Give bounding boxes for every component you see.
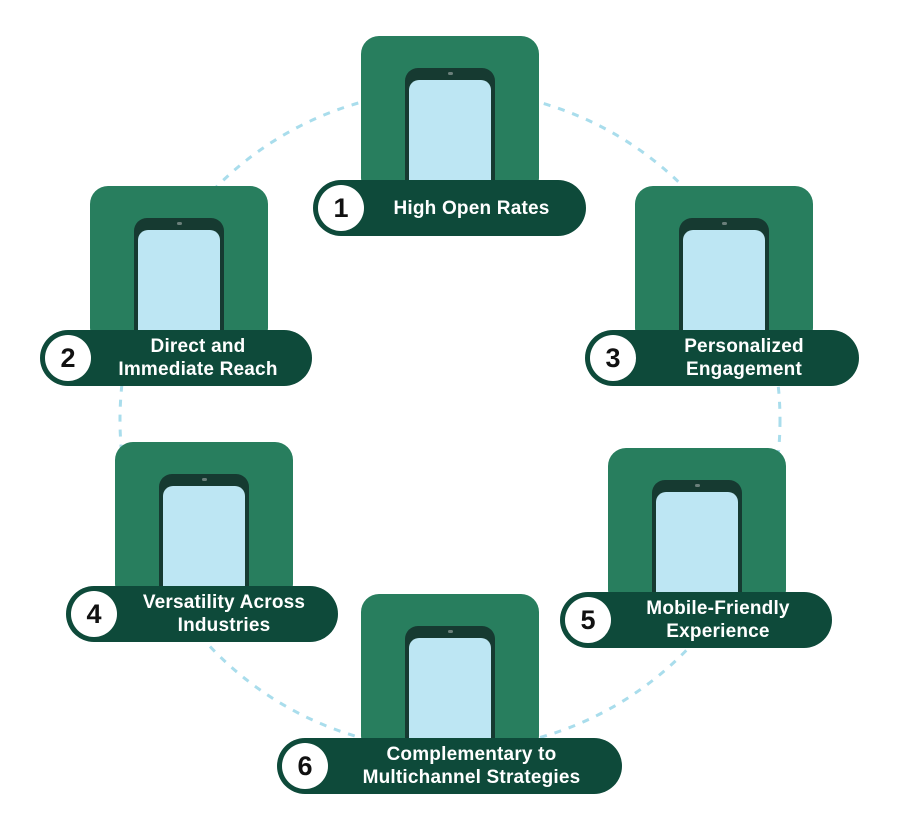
step-number-1: 1 [318, 185, 364, 231]
benefit-label-1: 1 High Open Rates [313, 180, 586, 236]
phone-icon [652, 480, 742, 608]
phone-card-4 [115, 442, 293, 602]
phone-icon [405, 626, 495, 754]
step-number-5: 5 [565, 597, 611, 643]
benefit-label-6: 6 Complementary to Multichannel Strategi… [277, 738, 622, 794]
benefit-text-2: Direct and Immediate Reach [118, 336, 278, 380]
benefit-text-5: Mobile-Friendly Experience [646, 598, 790, 642]
benefit-text-3: Personalized Engagement [684, 336, 804, 380]
benefit-text-1: High Open Rates [393, 197, 550, 219]
phone-icon [679, 218, 769, 346]
phone-card-6 [361, 594, 539, 754]
benefit-label-3: 3 Personalized Engagement [585, 330, 859, 386]
phone-card-3 [635, 186, 813, 346]
phone-card-5 [608, 448, 786, 608]
phone-icon [159, 474, 249, 602]
step-number-2: 2 [45, 335, 91, 381]
step-number-3: 3 [590, 335, 636, 381]
step-number-6: 6 [282, 743, 328, 789]
benefit-label-2: 2 Direct and Immediate Reach [40, 330, 312, 386]
benefit-label-5: 5 Mobile-Friendly Experience [560, 592, 832, 648]
phone-icon [405, 68, 495, 196]
benefit-text-4: Versatility Across Industries [142, 592, 306, 636]
phone-card-2 [90, 186, 268, 346]
benefit-text-6: Complementary to Multichannel Strategies [362, 744, 581, 788]
benefit-label-4: 4 Versatility Across Industries [66, 586, 338, 642]
step-number-4: 4 [71, 591, 117, 637]
phone-card-1 [361, 36, 539, 196]
phone-icon [134, 218, 224, 346]
